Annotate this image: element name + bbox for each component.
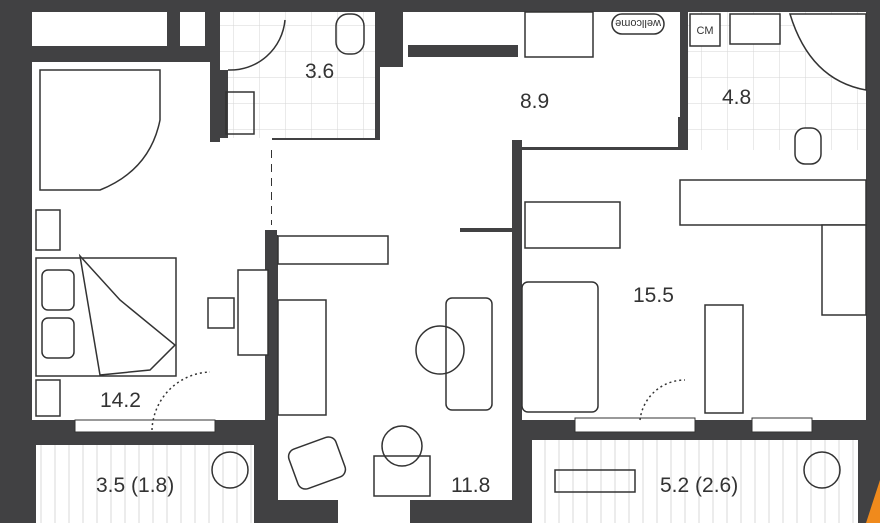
area-kitchen-living: 15.5 (633, 284, 674, 307)
corner-bathtub (788, 13, 867, 91)
shelf (277, 299, 327, 416)
area-balcony-right: 5.2 (2.6) (660, 474, 738, 497)
sofa (521, 281, 599, 413)
rug-round (415, 325, 465, 375)
sink-2 (729, 13, 781, 45)
nightstand (35, 209, 61, 251)
washing-machine: CM (689, 13, 721, 47)
wardrobe-corner (39, 69, 161, 191)
toilet-2 (794, 127, 822, 165)
area-bathroom-1: 3.6 (305, 60, 334, 83)
closet-top-left (32, 12, 167, 46)
balcony-chair (803, 451, 841, 489)
balcony-chair (211, 451, 249, 489)
nightstand (35, 379, 61, 417)
area-kids-room: 11.8 (451, 474, 490, 497)
desk (237, 269, 269, 356)
kitchen-counter-side (821, 224, 867, 316)
door-bedroom-balcony[interactable] (151, 371, 211, 431)
toilet (335, 13, 365, 55)
area-bathroom-2: 4.8 (722, 86, 751, 109)
sofa-bed (445, 297, 493, 411)
doormat: wellcome (611, 13, 665, 35)
washer-label: CM (696, 25, 713, 37)
sink (225, 91, 255, 135)
wardrobe (277, 235, 389, 265)
room-bathroom-1 (220, 12, 375, 138)
bed (35, 253, 177, 377)
dining-table (524, 201, 621, 249)
exercise-bike (554, 469, 636, 493)
rug (373, 455, 431, 497)
chair (207, 297, 235, 329)
area-bedroom: 14.2 (100, 389, 141, 412)
tv-stand (704, 304, 744, 414)
shoe-rack (524, 11, 594, 58)
door-bathroom-1[interactable] (227, 19, 286, 71)
doormat-text: wellcome (615, 17, 662, 29)
area-balcony-left: 3.5 (1.8) (96, 474, 174, 497)
niche-top (180, 12, 205, 46)
area-hallway: 8.9 (520, 90, 549, 113)
kitchen-counter (679, 179, 867, 226)
round-table (381, 425, 423, 467)
balcony-right (532, 440, 858, 523)
armchair (287, 436, 347, 490)
